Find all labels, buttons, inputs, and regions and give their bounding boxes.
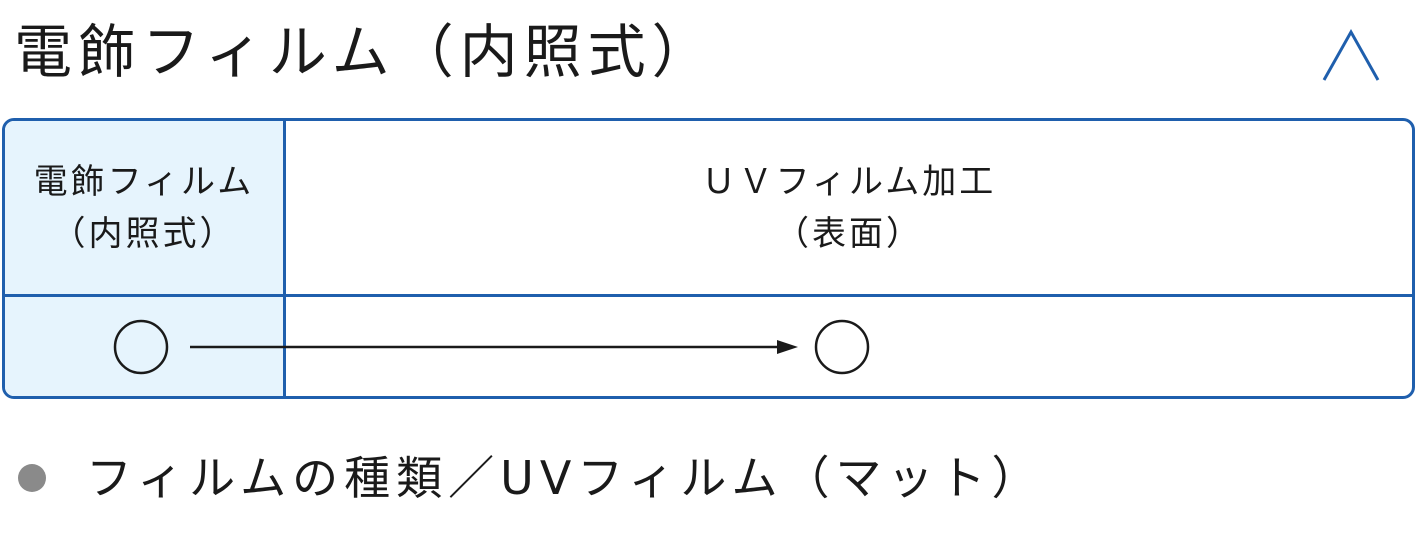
chevron-up-icon <box>1322 28 1380 81</box>
header-film-line2: （内照式） <box>51 214 237 254</box>
page-title: 電飾フィルム（内照式） <box>14 18 716 86</box>
table-cell-uv-mark <box>286 297 1412 396</box>
process-table: 電飾フィルム （内照式） ＵＶフィルム加工 （表面） <box>2 118 1415 399</box>
collapse-toggle-button[interactable] <box>1318 26 1384 86</box>
table-header-uv-processing: ＵＶフィルム加工 （表面） <box>286 121 1412 297</box>
table-header-film: 電飾フィルム （内照式） <box>5 121 286 297</box>
header-film-line1: 電飾フィルム <box>33 162 255 202</box>
header-uv-line1: ＵＶフィルム加工 <box>701 162 997 202</box>
bullet-circle-icon <box>18 464 46 492</box>
film-type-text: フィルムの種類／UVフィルム（マット） <box>86 451 1044 505</box>
film-type-note: フィルムの種類／UVフィルム（マット） <box>18 448 1043 508</box>
table-cell-film-mark <box>5 297 286 396</box>
header-uv-line2: （表面） <box>775 214 923 254</box>
